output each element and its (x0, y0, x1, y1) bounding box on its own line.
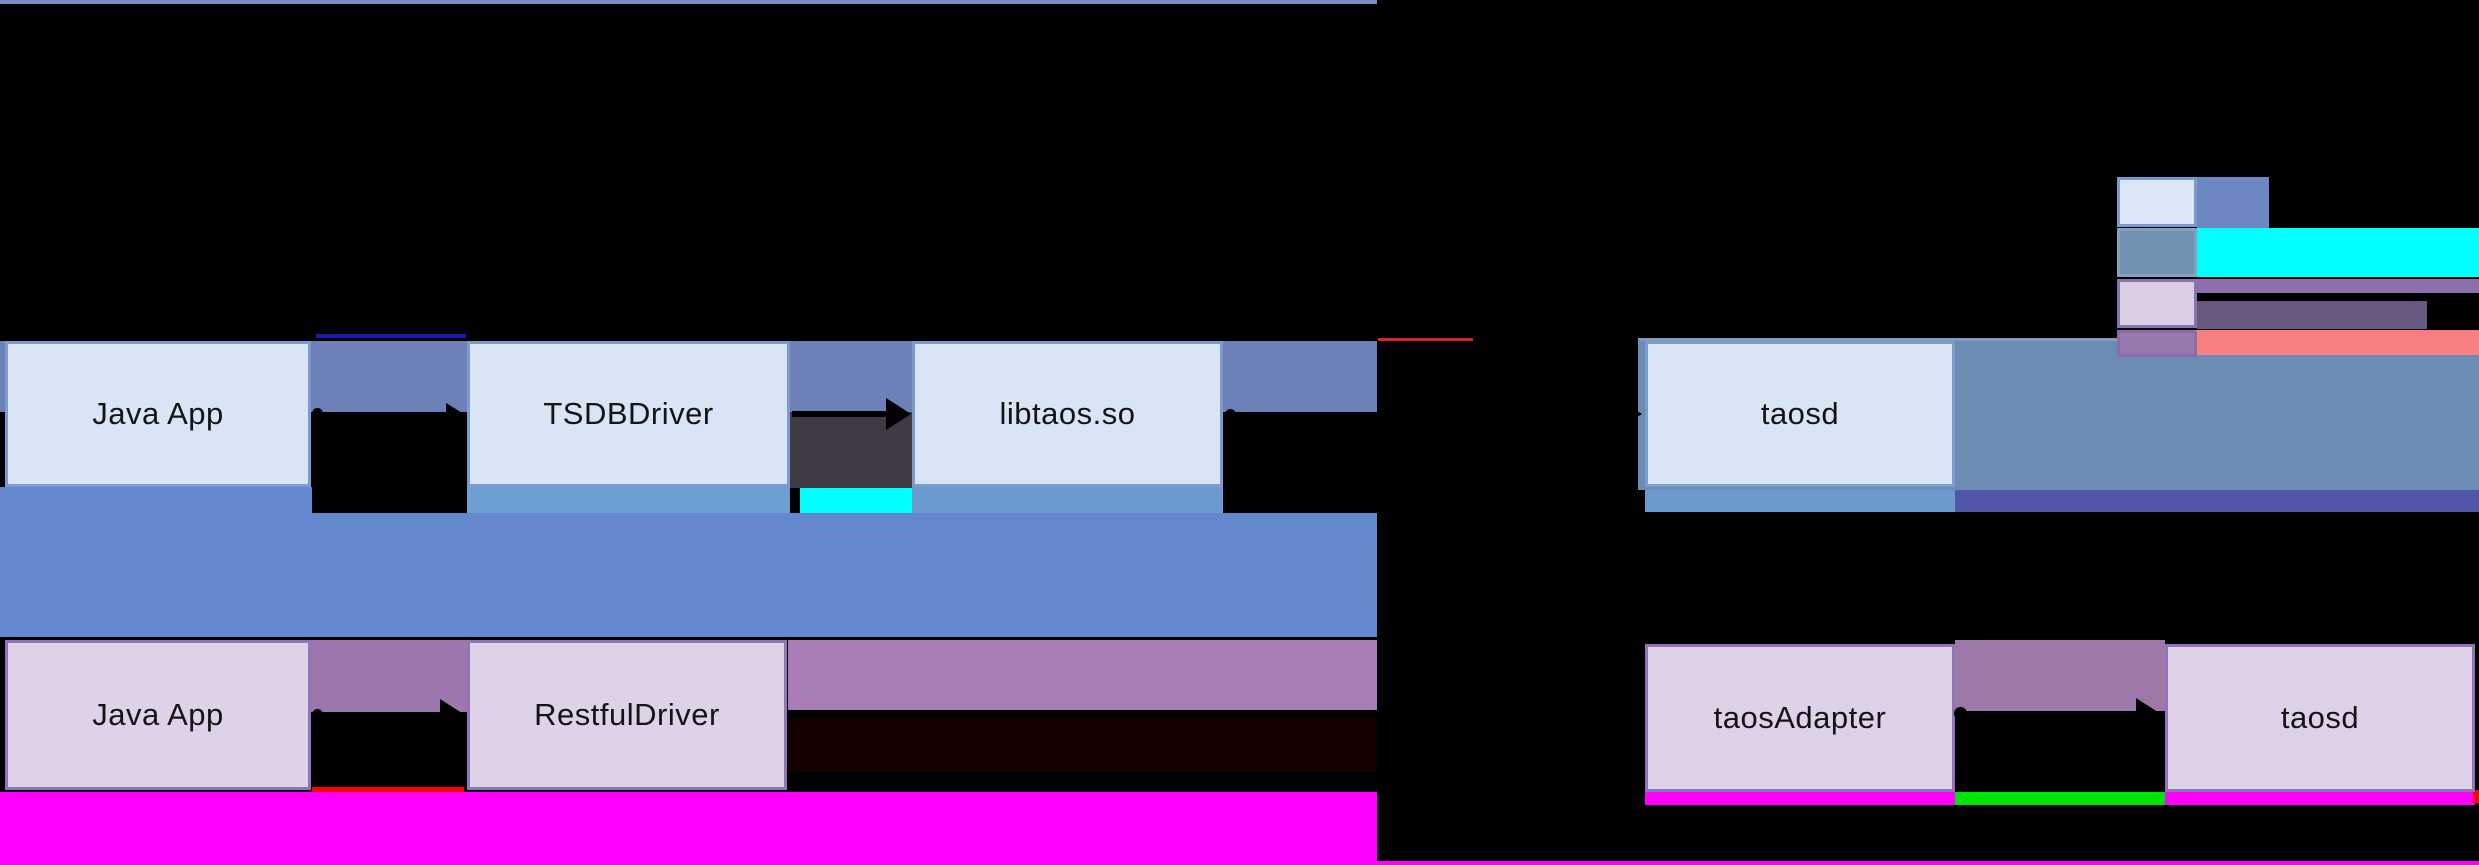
magenta-strip-taosd (2165, 792, 2475, 805)
cyan-highlight-strip (800, 488, 912, 513)
rest-taosd-label: taosd (2280, 700, 2360, 735)
legend-swatch-restful-component (2117, 279, 2197, 328)
rest-java-app-label: Java App (92, 697, 224, 732)
arrowhead-icon (446, 403, 464, 425)
libtaos-label: libtaos.so (999, 396, 1136, 431)
rest-mauve-wide-band (788, 640, 1377, 710)
red-corner-blob (2473, 790, 2479, 803)
arrow-libtaos-to-taosd (1228, 412, 1632, 416)
strip-under-tsdbdriver (467, 487, 790, 513)
rest-magenta-band (0, 792, 1377, 865)
rest-java-app-node: Java App (5, 640, 311, 790)
rest-taosd-node: taosd (2165, 644, 2475, 792)
arrowhead-icon (440, 699, 465, 731)
strip-under-java-app (0, 487, 312, 513)
legend-highlight-purple (2197, 301, 2427, 329)
arrow-javaapp-to-tsdbdriver (315, 412, 450, 416)
legend-swatch-restful-band (2117, 330, 2197, 357)
tsdbdriver-label: TSDBDriver (543, 396, 714, 431)
arrow-restfuldriver-to-taosadapter (790, 712, 1632, 717)
arrow-javaapp-to-restfuldriver (315, 713, 447, 718)
arrowhead-icon (886, 398, 911, 430)
magenta-strip-adapter (1645, 792, 1955, 805)
jni-taosd-node: taosd (1645, 341, 1955, 487)
arrow-start-dot (312, 408, 323, 419)
tsdbdriver-node: TSDBDriver (467, 341, 790, 487)
rest-dark-maroon-band (788, 718, 1377, 772)
restfuldriver-node: RestfulDriver (467, 640, 787, 790)
jni-java-app-label: Java App (92, 396, 224, 431)
restfuldriver-label: RestfulDriver (534, 697, 720, 732)
jni-taosd-label: taosd (1760, 396, 1840, 431)
legend-swatch-jni-component (2117, 177, 2197, 227)
legend-highlight-mauve (2197, 279, 2479, 293)
arrow-start-dot (1225, 409, 1236, 420)
arrowhead-blob (2140, 714, 2160, 736)
jni-band-navy-segment (316, 334, 466, 338)
strip-under-taosd (1645, 490, 1955, 512)
magenta-bottom-line (1377, 861, 2479, 865)
red-line-segment (1378, 338, 1473, 341)
legend-highlight-salmon (2197, 330, 2479, 355)
taosd-band-top-border (1638, 338, 2479, 341)
arrow-start-dot (312, 709, 323, 720)
taosadapter-node: taosAdapter (1645, 644, 1955, 792)
arrow-taosadapter-to-taosd (1958, 711, 2145, 716)
arrowhead-icon (1624, 704, 1642, 726)
taosadapter-label: taosAdapter (1713, 700, 1887, 735)
strip-under-libtaos (912, 487, 1223, 513)
arrow-tsdbdriver-to-libtaos (792, 411, 890, 417)
indigo-strip (1955, 490, 2479, 512)
jni-java-app-node: Java App (5, 341, 311, 487)
legend-swatch-jni-band (2117, 228, 2197, 277)
arrowhead-icon (1624, 403, 1642, 425)
arrow-start-dot (1954, 707, 1967, 720)
adapter-mauve-gap-band (1955, 640, 2165, 711)
libtaos-node: libtaos.so (912, 341, 1223, 487)
green-strip (1955, 792, 2165, 805)
legend-highlight-cyan (2197, 228, 2479, 277)
legend-highlight-blue (2197, 177, 2269, 228)
jni-cornflower-band (0, 513, 1377, 637)
jni-band-top-border (0, 0, 1377, 4)
